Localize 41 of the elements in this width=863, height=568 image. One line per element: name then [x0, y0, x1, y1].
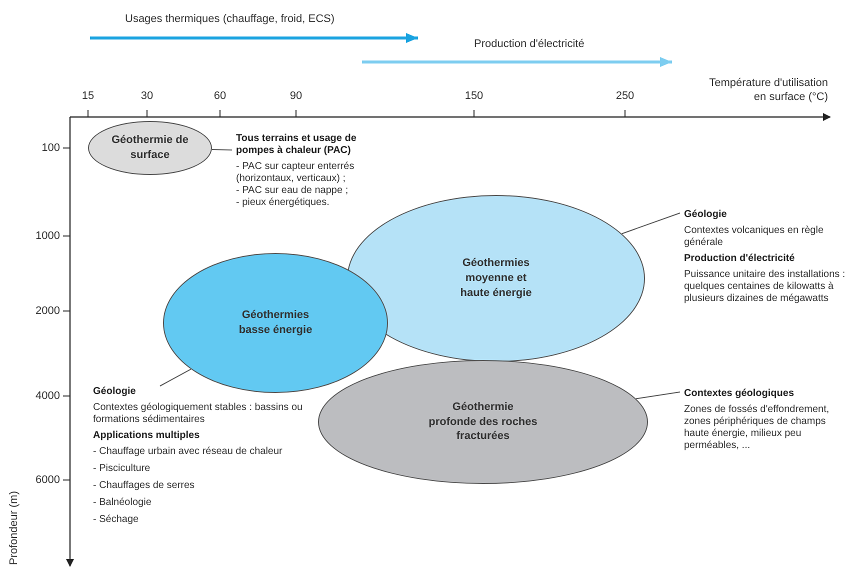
description-text: - Pisciculture [93, 463, 152, 475]
axis-caption: Production d'électricité [474, 38, 584, 50]
tick-label: 30 [140, 90, 154, 102]
tick-label: 100 [42, 142, 60, 154]
axis-title: Profondeur (m) [8, 491, 20, 565]
description-text: - Séchage [93, 514, 140, 526]
tick-label: 1000 [36, 230, 60, 242]
leader-line [635, 392, 680, 400]
section-heading: Géologie [93, 386, 137, 398]
tick-label: 2000 [36, 305, 60, 317]
axis-caption: Usages thermiques (chauffage, froid, ECS) [125, 13, 335, 25]
leader-line [160, 368, 192, 386]
leader-line [621, 212, 680, 234]
section-heading: Tous terrains et usage de pompes à chaleur (PAC) [236, 133, 358, 157]
tick-label: 150 [464, 90, 484, 102]
ellipse-label: Géothermie profonde des roches fracturées [428, 400, 538, 444]
tick-label: 90 [290, 90, 302, 102]
description-text: - Chauffage urbain avec réseau de chaleur [93, 446, 284, 458]
ellipse-label: Géothermies moyenne et haute énergie [459, 256, 533, 301]
section-heading: Applications multiples [93, 430, 201, 442]
tick-label: 250 [616, 90, 634, 102]
description-text: Puissance unitaire des installations : quelques centaines de kilowatts à plusieurs dizaines de mégawatts [684, 269, 846, 305]
section-heading: Contextes géologiques [684, 388, 796, 400]
description-text: Contextes géologiquement stables : bassins ou formations sédimentaires [93, 402, 304, 426]
ellipse-label: Géothermies basse énergie [238, 308, 314, 338]
section-heading: Géologie [684, 209, 728, 221]
tick-label: 15 [82, 90, 94, 102]
ellipse-label: Géothermie de surface [110, 133, 190, 163]
description-text: - Chauffages de serres [93, 480, 196, 492]
description-text: - pieux énergétiques. [236, 197, 330, 209]
description-text: Zones de fossés d'effondrement, zones périphériques de champs haute énergie, milieux peu perméables, ... [684, 404, 830, 452]
description-text: Contextes volcaniques en règle générale [684, 225, 825, 249]
tick-label: 6000 [36, 474, 60, 486]
section-heading: Production d'électricité [684, 253, 796, 265]
description-text: - PAC sur eau de nappe ; [236, 185, 350, 197]
tick-label: 4000 [36, 390, 60, 402]
axis-title: Température d'utilisation en surface (°C) [708, 76, 828, 105]
description-text: - PAC sur capteur enterrés (horizontaux, verticaux) ; [236, 161, 356, 185]
tick-label: 60 [214, 90, 226, 102]
leader-line [211, 149, 232, 150]
description-text: - Balnéologie [93, 497, 152, 509]
